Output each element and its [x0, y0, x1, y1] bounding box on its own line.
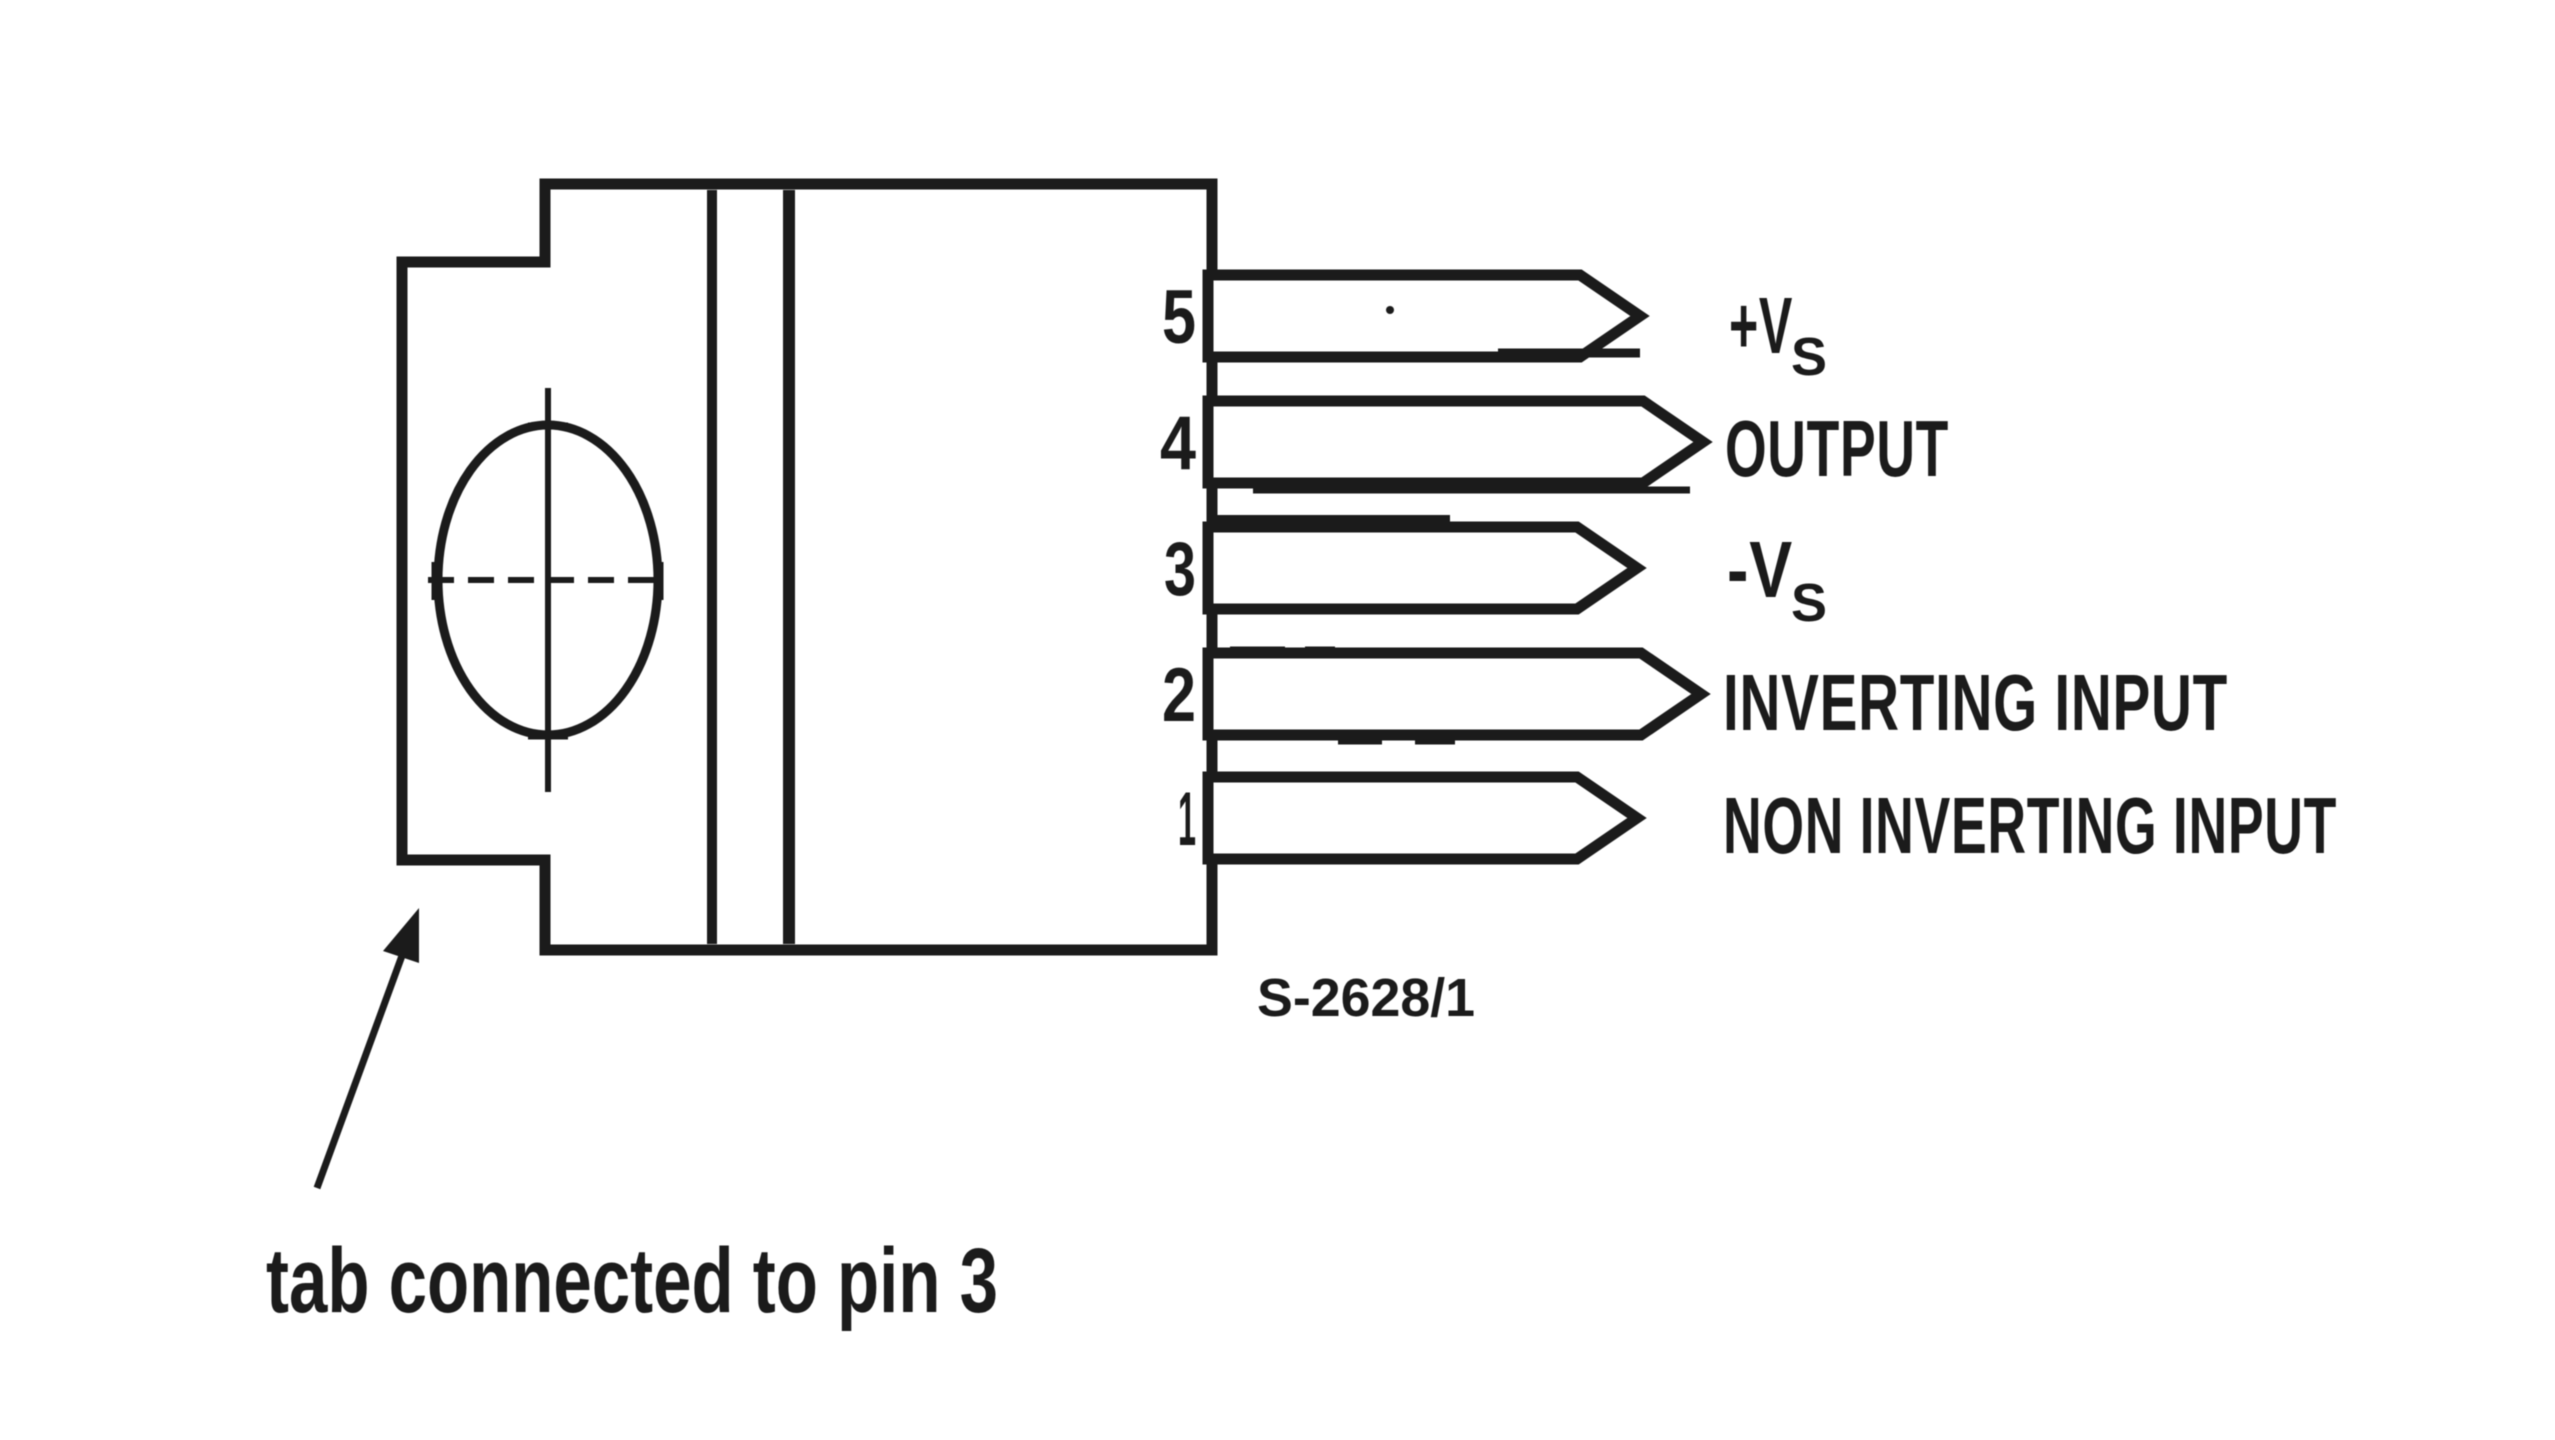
- pin4-lead: [1202, 395, 1713, 489]
- pin3-number: 3: [1164, 527, 1196, 612]
- scan-artifacts: [1212, 306, 1690, 779]
- pin-row-5: 5 +V S: [1162, 269, 1827, 387]
- annotation-text: tab connected to pin 3: [266, 1230, 998, 1332]
- pin-row-1: 1 NON INVERTING INPUT: [1178, 771, 2337, 870]
- pin-row-3: 3 -V S: [1164, 521, 1827, 633]
- pin1-label: NON INVERTING INPUT: [1723, 781, 2337, 870]
- pin5-number: 5: [1162, 275, 1196, 360]
- pin3-label-subscript: S: [1791, 573, 1827, 633]
- package-body-and-tab: [396, 178, 1218, 956]
- pin3-label: -V: [1727, 525, 1793, 614]
- figure-code: S-2628/1: [1257, 968, 1475, 1028]
- pin4-label: OUTPUT: [1725, 404, 1949, 493]
- pin5-label-subscript: S: [1791, 327, 1827, 387]
- tab-annotation: tab connected to pin 3: [266, 908, 998, 1332]
- pin5-lead: [1202, 269, 1650, 363]
- pin2-number: 2: [1162, 653, 1196, 738]
- pin-row-4: 4 OUTPUT: [1160, 395, 1949, 493]
- pin2-lead: [1202, 647, 1711, 741]
- pin4-number: 4: [1160, 401, 1196, 486]
- pin-row-2: 2 INVERTING INPUT: [1162, 647, 2228, 747]
- pin2-label: INVERTING INPUT: [1723, 658, 2228, 747]
- annotation-arrow-line: [313, 951, 407, 1190]
- pin1-lead: [1202, 771, 1647, 865]
- annotation-arrowhead-icon: [383, 908, 419, 963]
- package-outline: [396, 178, 1218, 956]
- pin5-label: +V: [1729, 281, 1793, 370]
- pin1-number: 1: [1178, 777, 1196, 862]
- pin3-lead: [1202, 521, 1647, 615]
- mounting-hole: [428, 388, 668, 792]
